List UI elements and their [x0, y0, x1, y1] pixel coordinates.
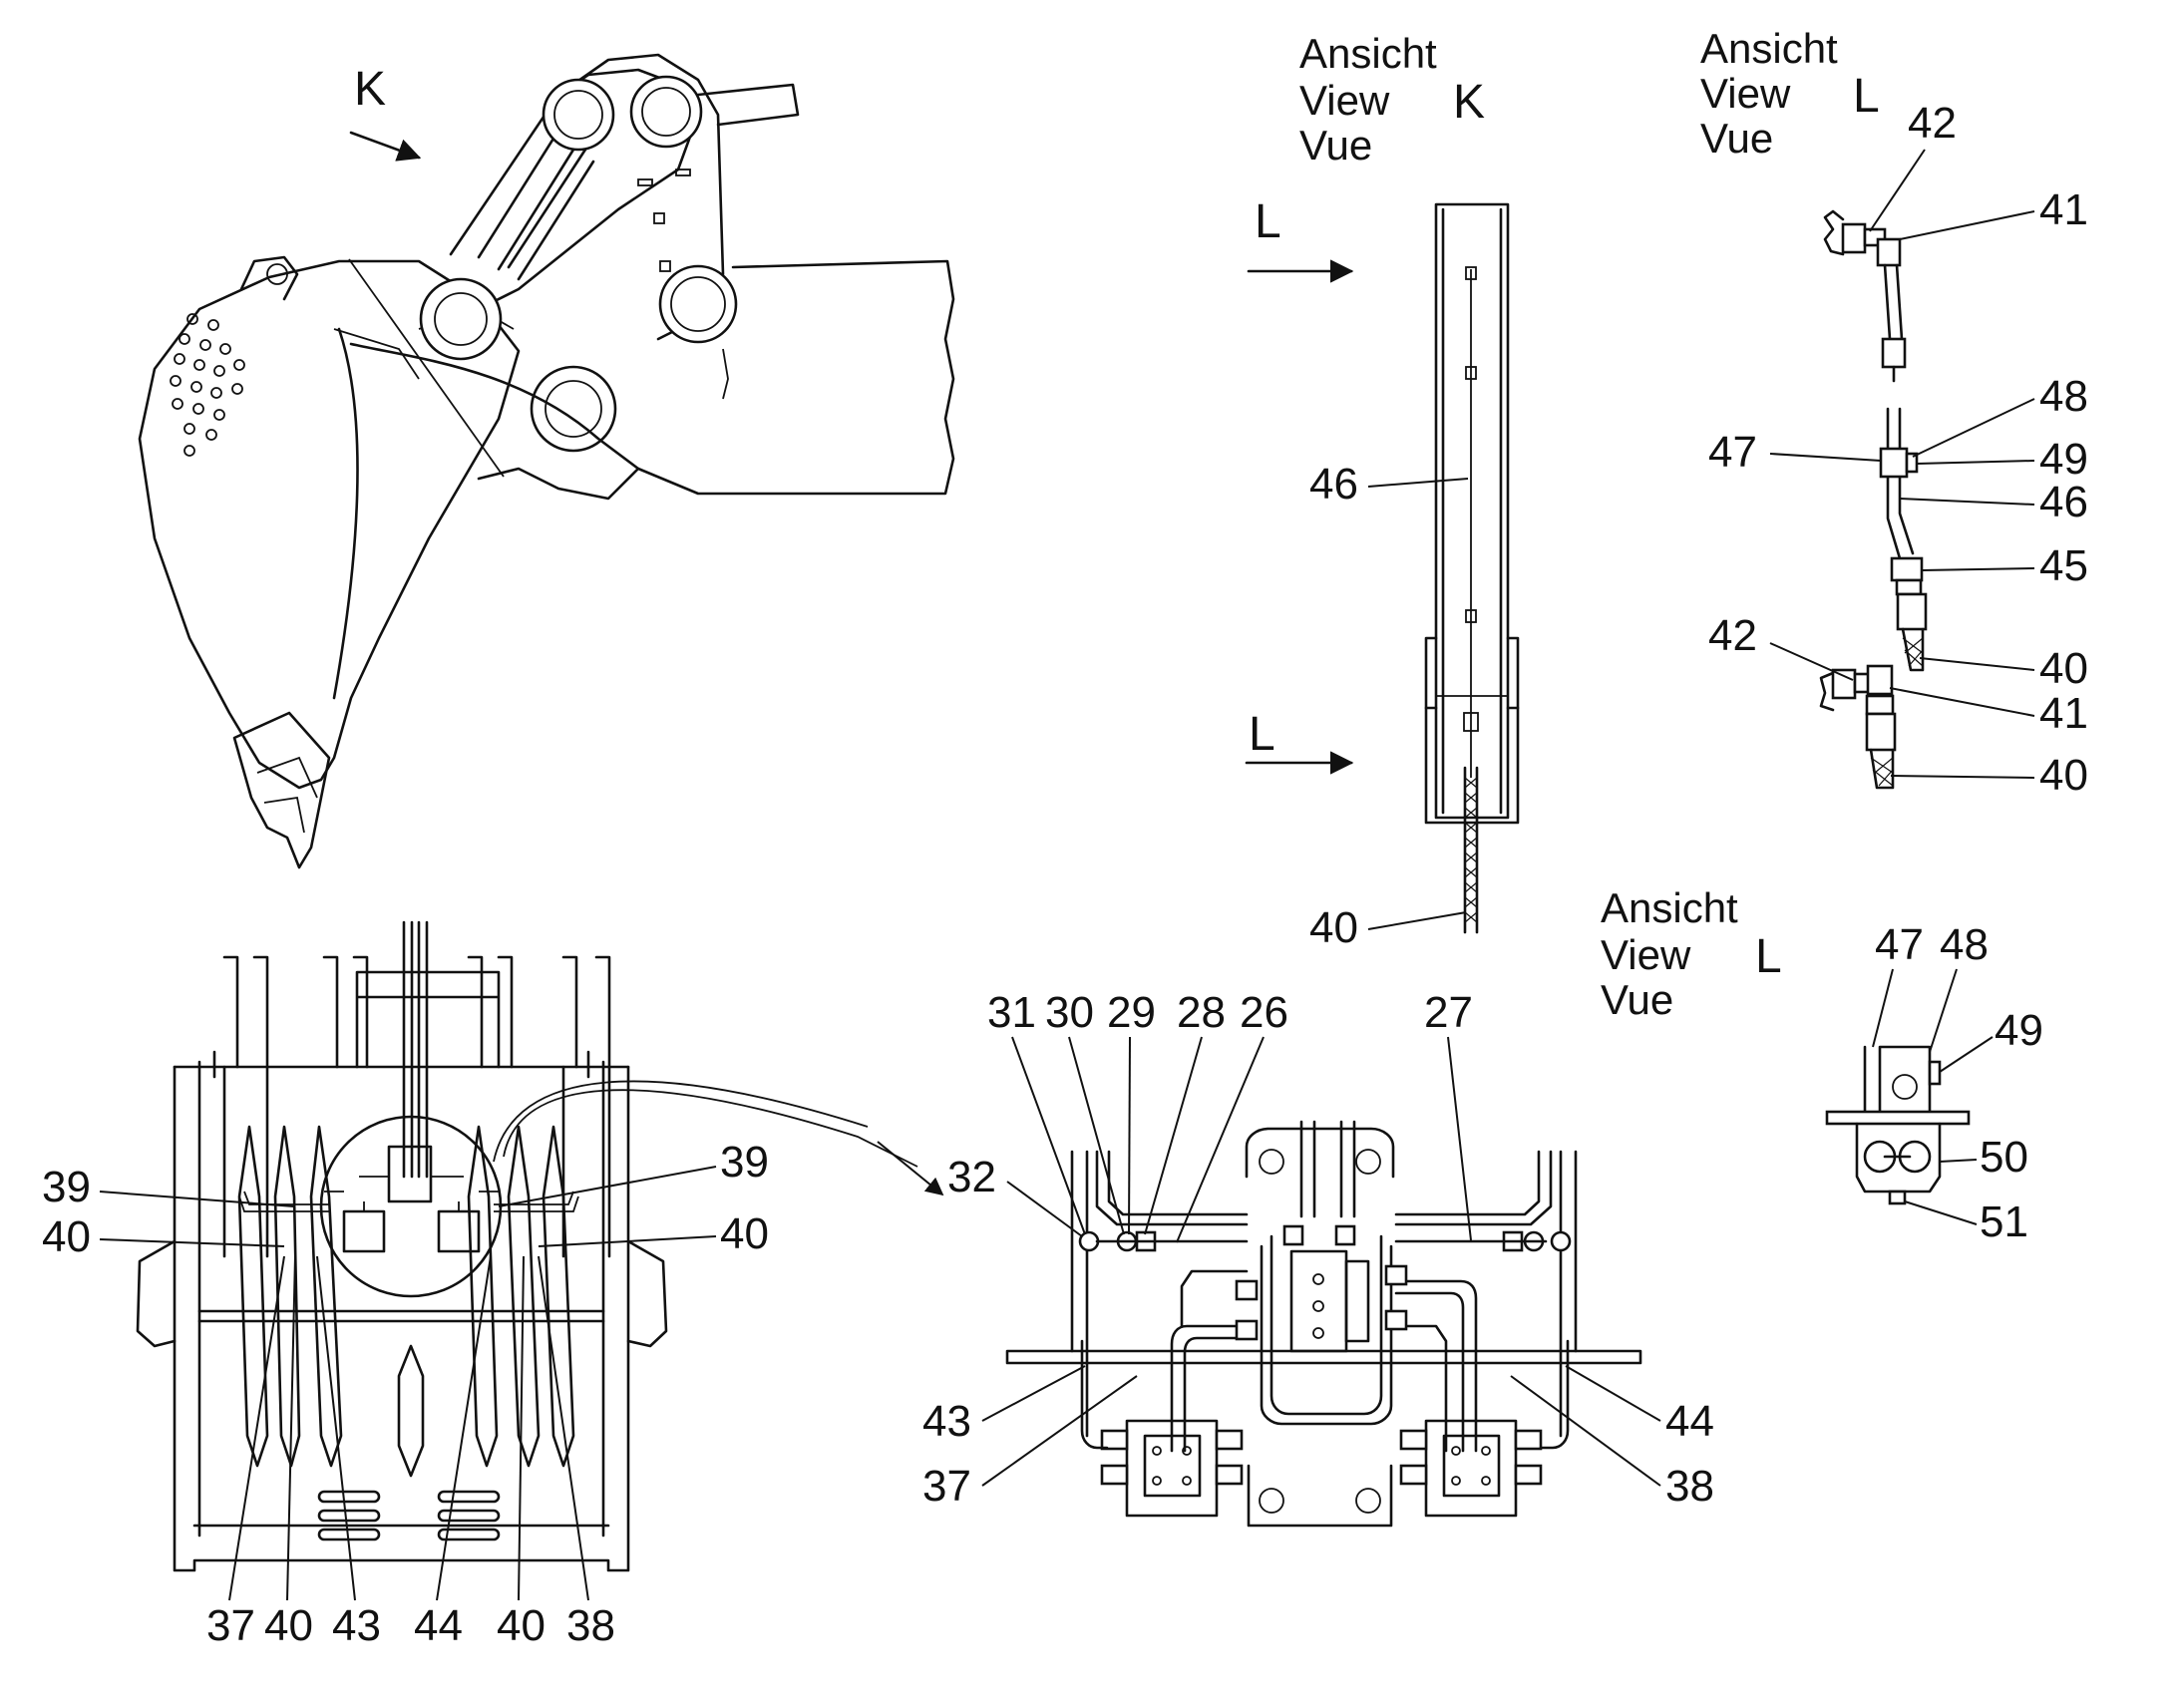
callout-46-k: 46	[1309, 460, 1358, 509]
callout-38-front: 38	[566, 1601, 615, 1650]
bucket-side-view	[138, 53, 955, 869]
callout-43-front: 43	[332, 1601, 381, 1650]
callout-42-l-a: 42	[1908, 99, 1957, 148]
view-l-bottom-header: Ansicht View Vue L	[1601, 884, 1782, 1023]
view-l-top-letter: L	[1853, 70, 1880, 123]
callout-47-lb: 47	[1875, 920, 1924, 969]
callout-40-l-a: 40	[2039, 644, 2088, 693]
callout-43-detail: 43	[922, 1397, 971, 1446]
callout-39-left: 39	[42, 1163, 91, 1211]
view-arrow-k-label: K	[354, 63, 386, 116]
callout-44-detail: 44	[1665, 1397, 1714, 1446]
view-k-callouts: 46 40	[1309, 460, 1469, 952]
view-arrow-l-upper-label: L	[1255, 195, 1281, 248]
bucket-front-view	[136, 920, 918, 1572]
callout-37-front: 37	[206, 1601, 255, 1650]
callout-26: 26	[1240, 988, 1288, 1037]
view-arrow-l-upper: L	[1247, 195, 1354, 283]
callout-48-l: 48	[2039, 372, 2088, 421]
callout-40-left: 40	[42, 1212, 91, 1261]
callout-49-lb: 49	[1995, 1006, 2043, 1055]
callout-29: 29	[1107, 988, 1156, 1037]
view-l-bottom-callouts: 47 48 49 50 51	[1872, 920, 2043, 1246]
view-l-bottom-line3: Vue	[1601, 976, 1673, 1023]
view-l-bottom-letter: L	[1755, 930, 1782, 983]
callout-40-front-a: 40	[264, 1601, 313, 1650]
front-view-callouts: 39 40 39 40 37 40 43 44 40 38	[42, 1138, 769, 1650]
callout-38-detail: 38	[1665, 1462, 1714, 1511]
callout-46-l: 46	[2039, 478, 2088, 526]
view-k-line3: Vue	[1299, 122, 1372, 169]
view-k-letter: K	[1453, 76, 1485, 129]
callout-47-l: 47	[1708, 428, 1757, 477]
view-arrow-k: K	[349, 63, 422, 162]
callout-45-l: 45	[2039, 541, 2088, 590]
view-l-top-line1: Ansicht	[1700, 25, 1838, 72]
view-arrow-l-lower: L	[1245, 708, 1354, 775]
view-l-top-line3: Vue	[1700, 115, 1773, 162]
callout-41-l-b: 41	[2039, 689, 2088, 738]
callout-44-front: 44	[414, 1601, 463, 1650]
callout-41-l-a: 41	[2039, 185, 2088, 234]
callout-28: 28	[1177, 988, 1226, 1037]
callout-51-lb: 51	[1980, 1197, 2028, 1246]
view-l-top-callouts: 42 41 48 47 49 46 45 40 42 41 40	[1708, 99, 2088, 800]
callout-40-l-b: 40	[2039, 751, 2088, 800]
callout-40-k: 40	[1309, 903, 1358, 952]
detail-manifold	[1005, 1120, 1642, 1528]
view-k-line1: Ansicht	[1299, 30, 1437, 77]
view-k-header: Ansicht View Vue K	[1299, 30, 1485, 169]
callout-40-right: 40	[720, 1209, 769, 1258]
view-l-top-header: Ansicht View Vue L	[1700, 25, 1880, 162]
callout-39-right: 39	[720, 1138, 769, 1187]
view-k-drawing	[1424, 202, 1520, 934]
callout-48-lb: 48	[1940, 920, 1989, 969]
callout-42-l-b: 42	[1708, 611, 1757, 660]
view-l-bottom-line1: Ansicht	[1601, 884, 1738, 931]
callout-49-l: 49	[2039, 435, 2088, 484]
front-view-bottom-callouts: 37 40 43 44 40 38	[206, 1601, 615, 1650]
view-l-bottom-drawing	[1825, 1045, 1971, 1205]
view-l-top-line2: View	[1700, 70, 1791, 117]
callout-37-detail: 37	[922, 1462, 971, 1511]
bucket-holes	[170, 313, 245, 457]
view-l-bottom-line2: View	[1601, 931, 1691, 978]
callout-27: 27	[1424, 988, 1473, 1037]
callout-30: 30	[1045, 988, 1094, 1037]
callout-31: 31	[987, 988, 1036, 1037]
callout-50-lb: 50	[1980, 1133, 2028, 1182]
view-arrow-l-lower-label: L	[1249, 708, 1275, 761]
view-k-line2: View	[1299, 77, 1390, 124]
view-l-top-drawing	[1819, 209, 1928, 790]
detail-manifold-callouts: 31 30 29 28 26 27 32 43 37 44 38	[922, 988, 1714, 1511]
callout-40-front-b: 40	[497, 1601, 545, 1650]
callout-32: 32	[947, 1153, 996, 1201]
